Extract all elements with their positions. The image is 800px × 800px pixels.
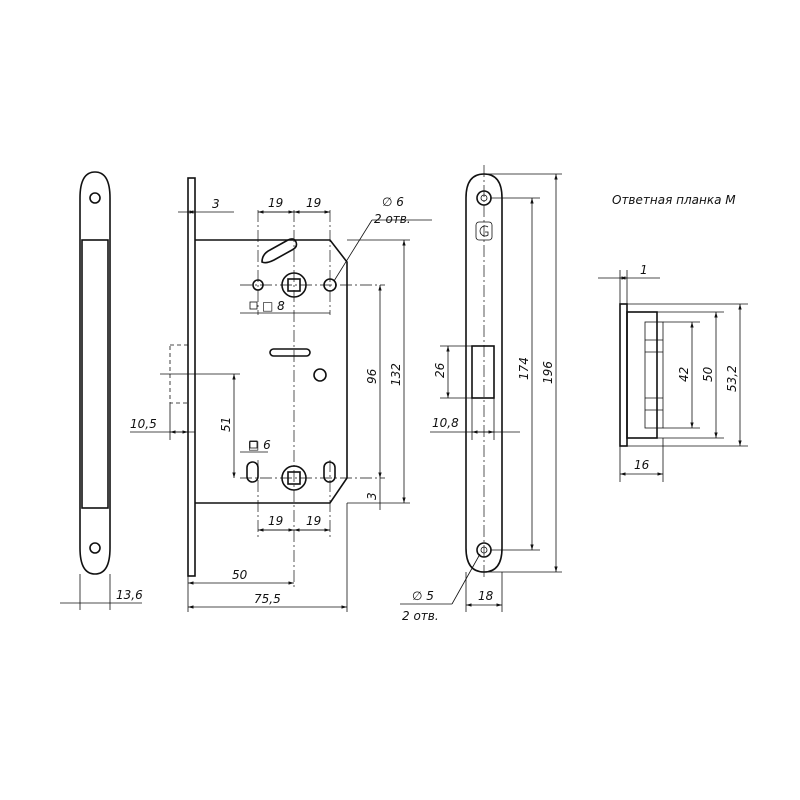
strike-plate-view: Ответная планка М 1 42 50 53,2 16 — [598, 193, 748, 482]
dim-16: 16 — [634, 458, 650, 472]
dim-3-bottom: 3 — [365, 492, 379, 500]
dim-19-top-right: 19 — [306, 196, 321, 210]
dim-53-2: 53,2 — [725, 365, 739, 392]
dim-96: 96 — [365, 368, 379, 384]
dim-19-bottom-left: 19 — [268, 514, 283, 528]
dim-10-5: 10,5 — [130, 417, 157, 431]
dim-dia-6: ∅ 6 — [382, 195, 404, 209]
dim-dia-5: ∅ 5 — [412, 589, 434, 603]
dim-19-bottom-right: 19 — [306, 514, 321, 528]
dim-196: 196 — [541, 361, 555, 384]
dim-3-top: 3 — [212, 197, 220, 211]
dim-50-strike: 50 — [701, 366, 715, 382]
dim-50: 50 — [232, 568, 248, 582]
faceplate-front-view: 26 10,8 174 196 ∅ 5 2 отв. 18 — [400, 165, 562, 623]
dim-holes-5: 2 отв. — [402, 609, 439, 623]
dim-174: 174 — [517, 357, 531, 380]
dim-75-5: 75,5 — [254, 592, 281, 606]
dim-51: 51 — [219, 417, 233, 432]
dim-square-6: □ 6 — [248, 438, 271, 452]
dim-square-8: □ 8 — [262, 299, 285, 313]
dim-42: 42 — [677, 367, 691, 382]
dim-19-top-left: 19 — [268, 196, 283, 210]
dim-holes-6: 2 отв. — [374, 212, 411, 226]
dim-10-8: 10,8 — [432, 416, 459, 430]
faceplate-side-view: 13,6 — [60, 171, 143, 610]
dim-26: 26 — [433, 362, 447, 378]
dim-13-6: 13,6 — [116, 588, 143, 602]
lock-body-view: 3 19 19 ∅ 6 2 отв. □ 8 96 132 3 10,5 — [130, 177, 432, 612]
dim-1: 1 — [640, 263, 648, 277]
strike-plate-title: Ответная планка М — [612, 193, 736, 207]
dim-132: 132 — [389, 363, 403, 386]
dim-18: 18 — [478, 589, 494, 603]
